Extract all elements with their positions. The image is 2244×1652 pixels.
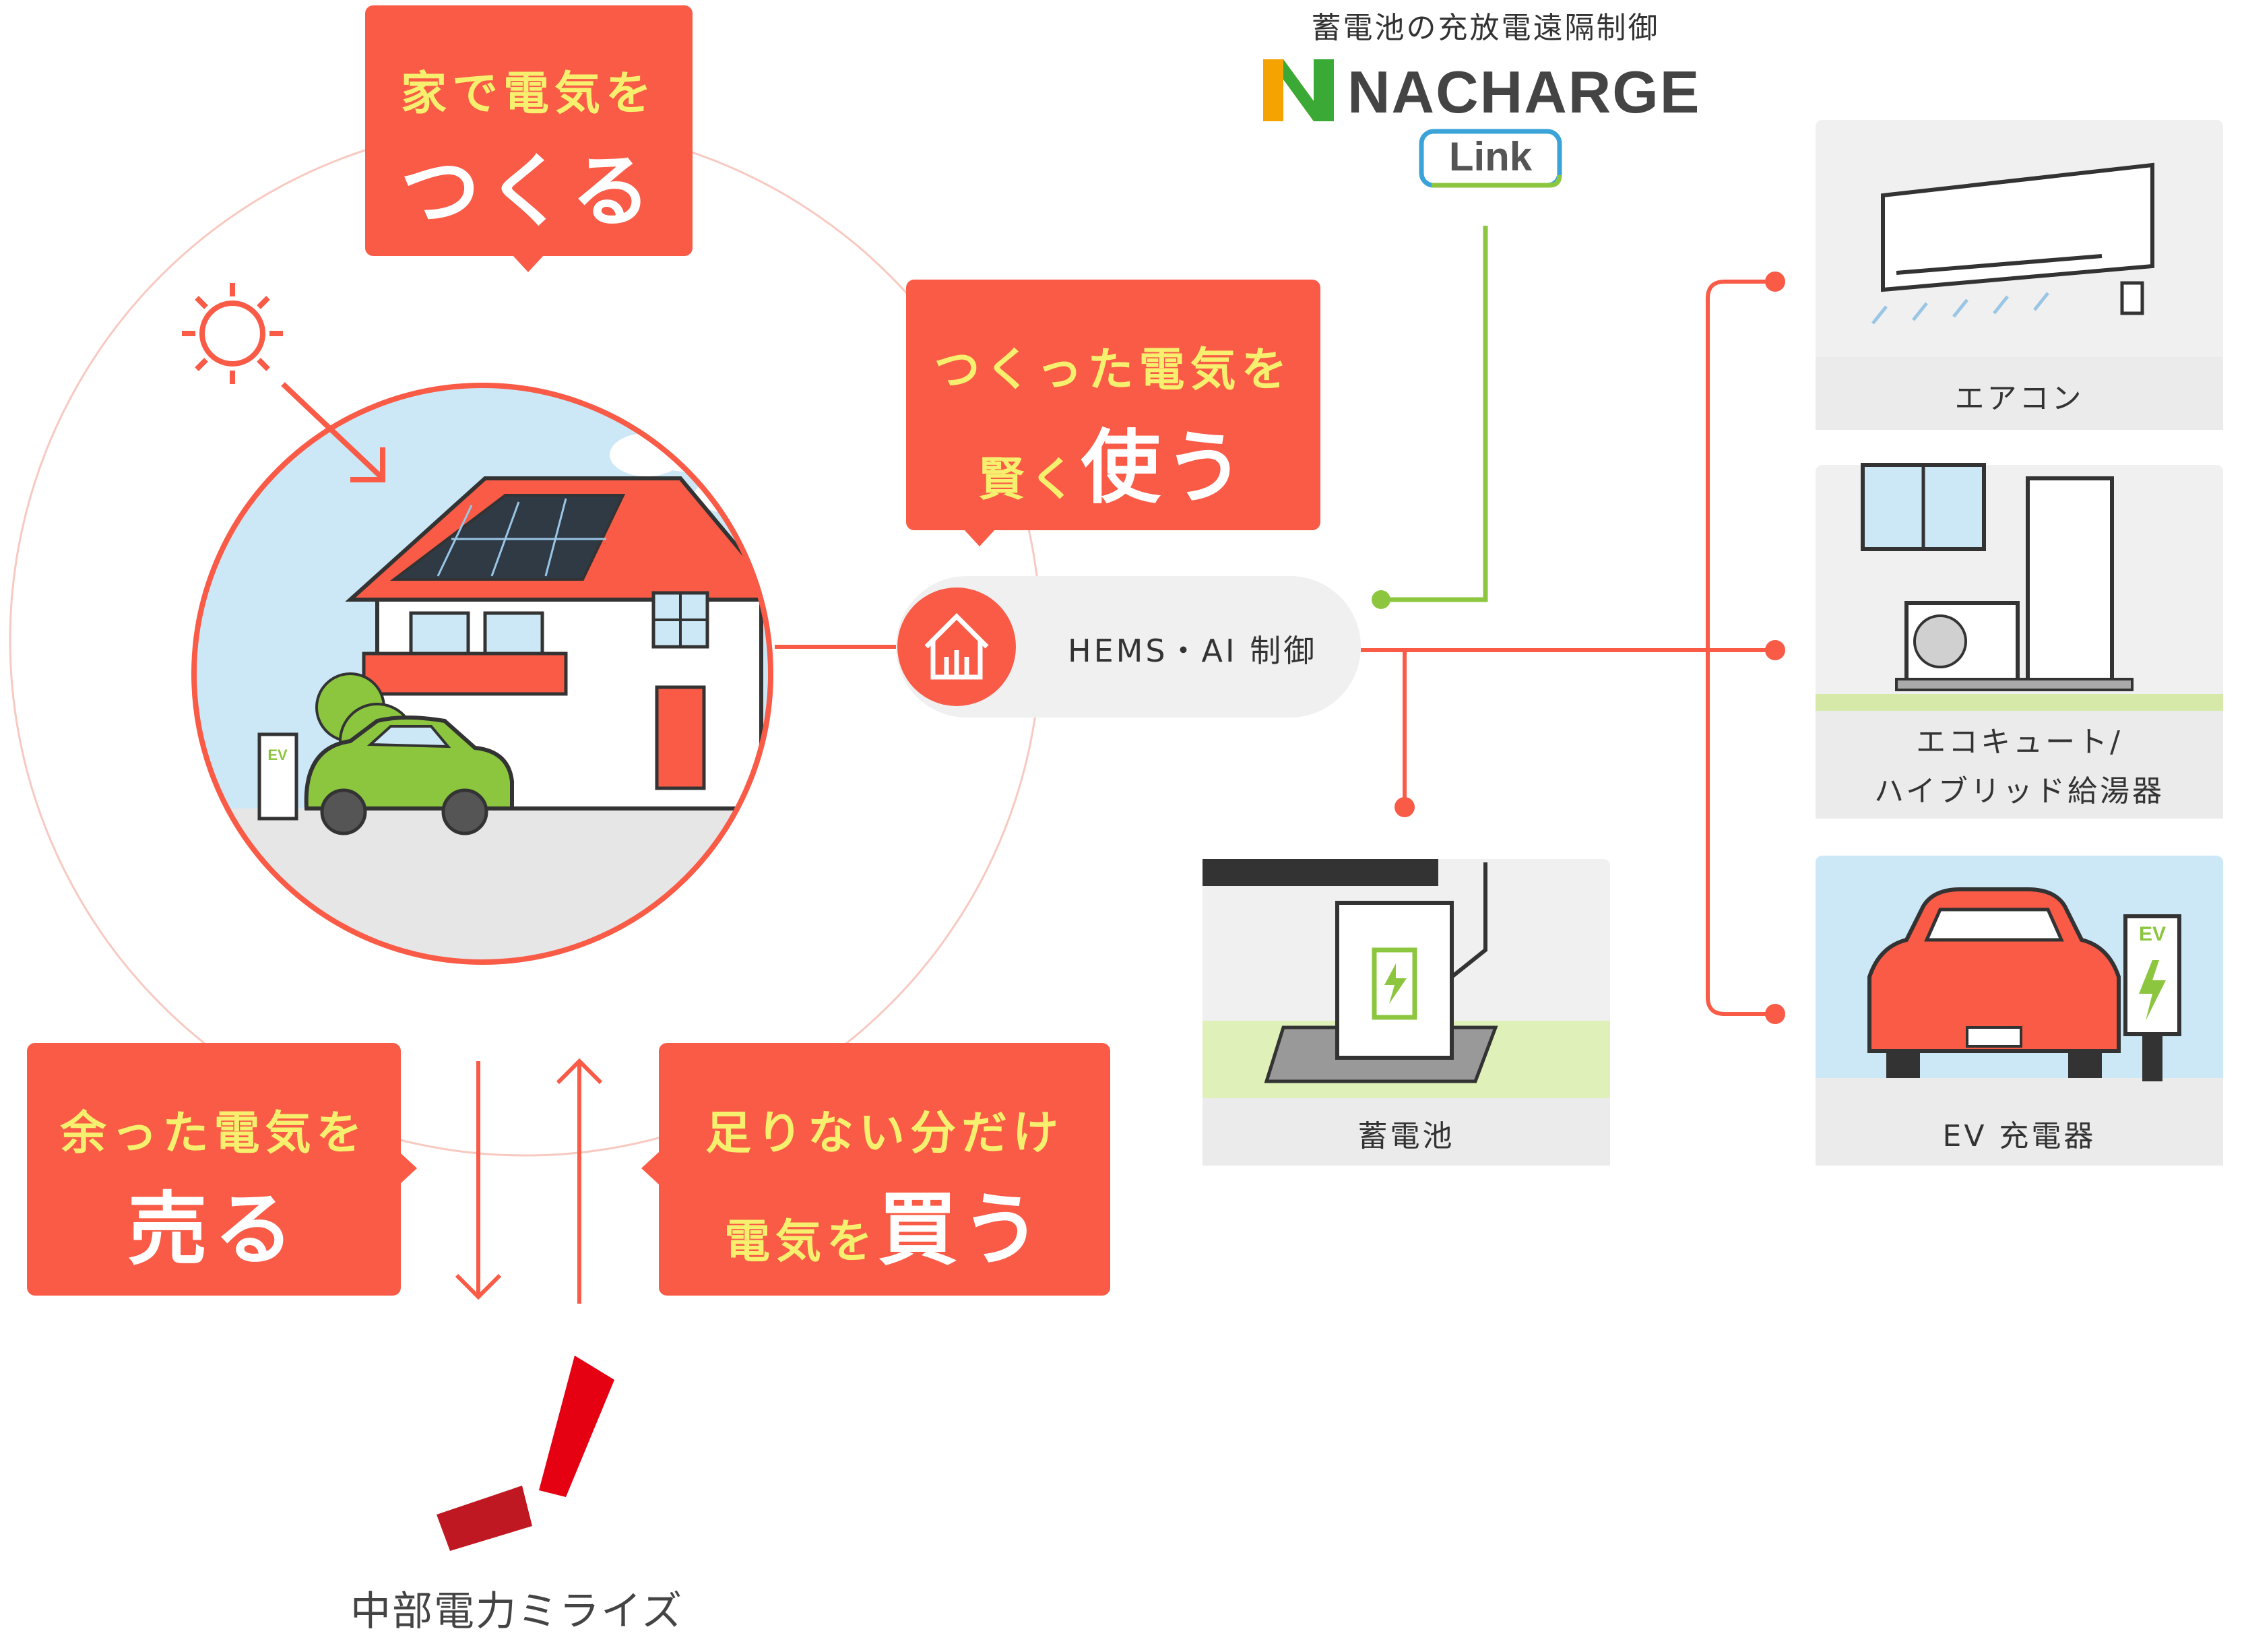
hems-label: HEMS・AI 制御: [1068, 633, 1318, 669]
company-name: 中部電力ミライズ: [350, 1588, 684, 1635]
callout-use: つくった電気を 賢く使う: [906, 280, 1320, 530]
device-panel-ecocute: [1816, 463, 2223, 819]
flow-arrows: [455, 1058, 603, 1304]
house-ev-tag: EV: [267, 746, 288, 763]
callout-sell-pointer: [399, 1152, 417, 1184]
device-panel-aircon: [1816, 120, 2223, 430]
callout-make-line2: つくる: [400, 145, 658, 238]
device-label-ecocute-1: エコキュート/: [1916, 725, 2123, 759]
callout-buy-pointer: [641, 1152, 659, 1184]
nacharge-caption: 蓄電池の充放電遠隔制御: [1311, 11, 1660, 45]
callout-sell-line1: 余った電気を: [60, 1107, 368, 1160]
device-panel-ev: [1816, 856, 2223, 1166]
hems-pill: [896, 576, 1361, 718]
device-panel-battery: [1203, 859, 1610, 1166]
callout-buy-line1: 足りない分だけ: [705, 1107, 1064, 1160]
device-label-ev: EV 充電器: [1942, 1119, 2096, 1153]
callout-buy: 足りない分だけ 電気を買う: [659, 1043, 1110, 1296]
device-label-aircon: エアコン: [1954, 381, 2084, 416]
callout-use-pointer: [963, 529, 996, 546]
nacharge-brand: NACHARGE: [1347, 59, 1701, 125]
smart-home-icon: [924, 613, 989, 680]
callout-buy-line2b: 買う: [878, 1183, 1046, 1276]
device-label-ecocute-2: ハイブリッド給湯器: [1873, 774, 2165, 808]
callout-make-line1: 家で電気を: [400, 67, 657, 121]
device-label-battery: 蓄電池: [1357, 1119, 1455, 1153]
nacharge-logo: [1263, 59, 1562, 188]
callout-make-pointer: [512, 255, 544, 272]
callout-make: 家で電気を つくる: [365, 5, 693, 256]
callout-use-line2b: 使う: [1081, 421, 1248, 514]
charger-ev-tag: EV: [2138, 923, 2167, 945]
callout-use-line1: つくった電気を: [934, 344, 1293, 397]
callout-sell-line2: 売る: [127, 1183, 300, 1276]
callout-use-line2a: 賢く: [978, 453, 1081, 507]
sun-icon: [182, 283, 385, 482]
callout-buy-line2a: 電気を: [724, 1215, 878, 1269]
callout-sell: 余った電気を 売る: [27, 1043, 401, 1296]
nacharge-sub: Link: [1448, 134, 1533, 179]
house-scene: EV: [191, 383, 773, 965]
chubu-logo-mark: [437, 1356, 614, 1551]
